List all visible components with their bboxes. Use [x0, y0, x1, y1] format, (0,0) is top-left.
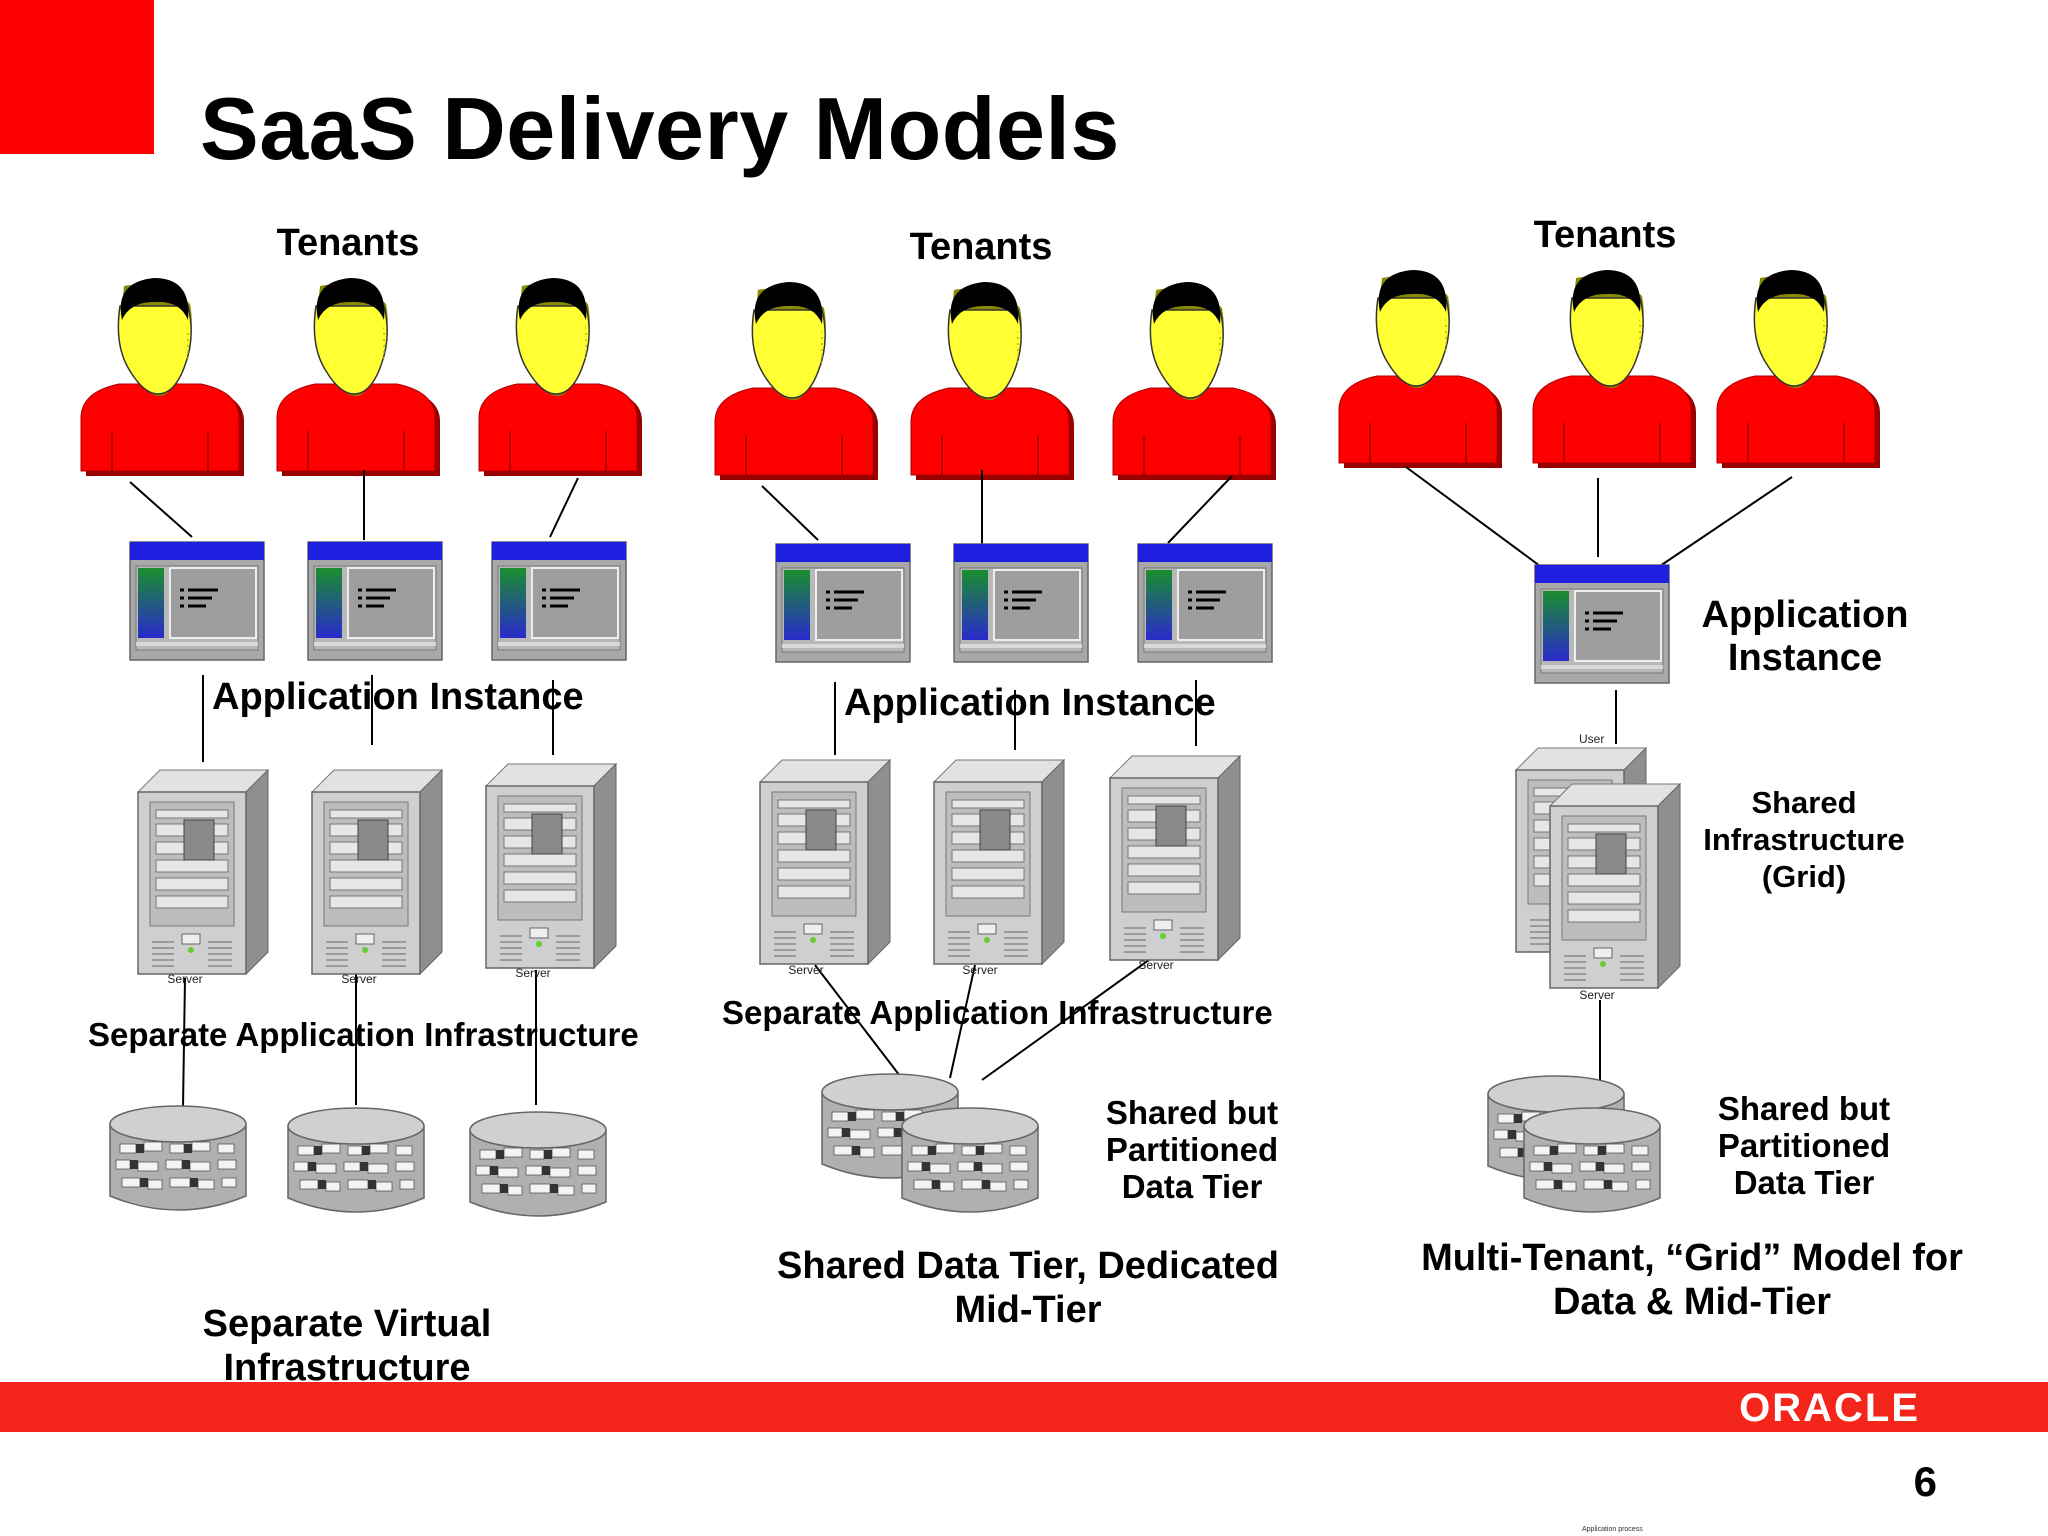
tenant-person-icon	[910, 281, 1075, 481]
server-icon	[485, 763, 617, 969]
database-icon	[287, 1107, 425, 1213]
tenant-connectors	[1405, 466, 1793, 1080]
infrastructure-label: Separate Application Infrastructure	[88, 1016, 639, 1053]
tenants-label: Tenants	[276, 222, 420, 264]
tenants-label: Tenants	[1533, 214, 1677, 256]
tenant-connectors	[761, 470, 1233, 1081]
footer-bar	[0, 1382, 2048, 1432]
database-icon	[1523, 1107, 1661, 1213]
application-window-icon	[952, 542, 1090, 664]
infrastructure-label: Separate Application Infrastructure	[722, 994, 1273, 1031]
tenant-person-icon	[1716, 269, 1881, 469]
application-instance-label: Application Instance	[1701, 594, 1909, 679]
tenant-person-icon	[1338, 269, 1503, 469]
application-window-icon	[1136, 542, 1274, 664]
tenant-person-icon	[276, 277, 441, 477]
server-icon	[933, 759, 1065, 965]
delivery-model-caption: Shared Data Tier, Dedicated Mid-Tier	[777, 1245, 1279, 1331]
application-instance-label: Application Instance	[844, 682, 1216, 724]
application-instance-label: Application Instance	[212, 676, 584, 718]
page-number: 6	[1913, 1458, 1937, 1505]
application-window-icon	[306, 540, 444, 662]
slide-title: SaaS Delivery Models	[200, 79, 1120, 178]
tenant-person-icon	[1532, 269, 1697, 469]
panel-shared-data-tier	[714, 281, 1277, 1213]
server-label: Server	[167, 972, 203, 986]
panel-separate-virtual-infrastructure	[80, 277, 643, 1217]
application-window-icon	[1533, 563, 1671, 685]
server-label: Server	[1579, 988, 1615, 1002]
server-icon	[311, 769, 443, 975]
database-icon	[109, 1105, 247, 1211]
server-icon	[1109, 755, 1241, 961]
application-window-icon	[490, 540, 628, 662]
corner-accent	[0, 0, 154, 154]
server-icon	[1549, 783, 1681, 989]
server-icon	[137, 769, 269, 975]
footer-note: Application process	[1582, 1526, 1643, 1533]
user-label: User	[1579, 732, 1605, 746]
delivery-model-caption: Multi-Tenant, “Grid” Model for Data & Mi…	[1421, 1237, 1963, 1323]
server-label: Server	[962, 963, 998, 977]
tenant-connectors	[129, 470, 579, 1108]
tenant-person-icon	[714, 281, 879, 481]
application-window-icon	[774, 542, 912, 664]
data-tier-label: Shared but Partitioned Data Tier	[1105, 1094, 1279, 1205]
server-label: Server	[341, 972, 377, 986]
application-window-icon	[128, 540, 266, 662]
oracle-logo: ORACLE	[1739, 1386, 1920, 1430]
server-label: Server	[788, 963, 824, 977]
database-icon	[469, 1111, 607, 1217]
tenant-person-icon	[1112, 281, 1277, 481]
tenant-person-icon	[478, 277, 643, 477]
panel-grid-model	[1338, 269, 1881, 1213]
server-icon	[759, 759, 891, 965]
database-icon	[901, 1107, 1039, 1213]
data-tier-label: Shared but Partitioned Data Tier	[1717, 1090, 1891, 1201]
tenants-label: Tenants	[909, 226, 1053, 268]
delivery-model-caption: Separate Virtual Infrastructure	[202, 1303, 492, 1389]
server-label: Server	[515, 966, 551, 980]
tenant-person-icon	[80, 277, 245, 477]
server-label: Server	[1138, 958, 1174, 972]
shared-infrastructure-label: Shared Infrastructure (Grid)	[1703, 785, 1905, 894]
